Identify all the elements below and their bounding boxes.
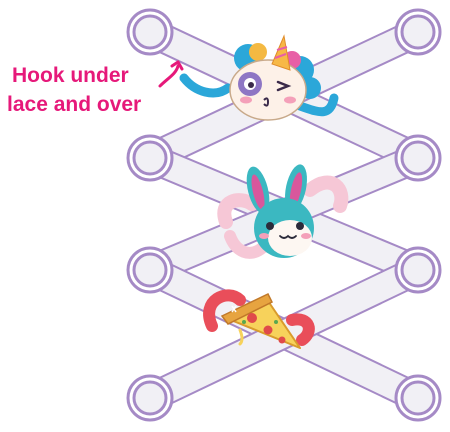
eyelet-left-3-inner xyxy=(134,254,166,286)
eyelet-left-1-inner xyxy=(134,16,166,48)
instruction-line-1: Hook under xyxy=(12,63,129,89)
eyelet-right-1-inner xyxy=(402,16,434,48)
eyelet-left-2-inner xyxy=(134,142,166,174)
eyelet-right-3-inner xyxy=(402,254,434,286)
instruction-line-2: lace and over xyxy=(7,92,141,118)
unicorn-mane xyxy=(249,43,267,61)
curved-arrow-icon xyxy=(160,66,178,86)
eyelet-left-4-inner xyxy=(134,382,166,414)
unicorn-horn xyxy=(272,36,290,70)
eyelet-right-2-inner xyxy=(402,142,434,174)
eyelet-right-4-inner xyxy=(402,382,434,414)
